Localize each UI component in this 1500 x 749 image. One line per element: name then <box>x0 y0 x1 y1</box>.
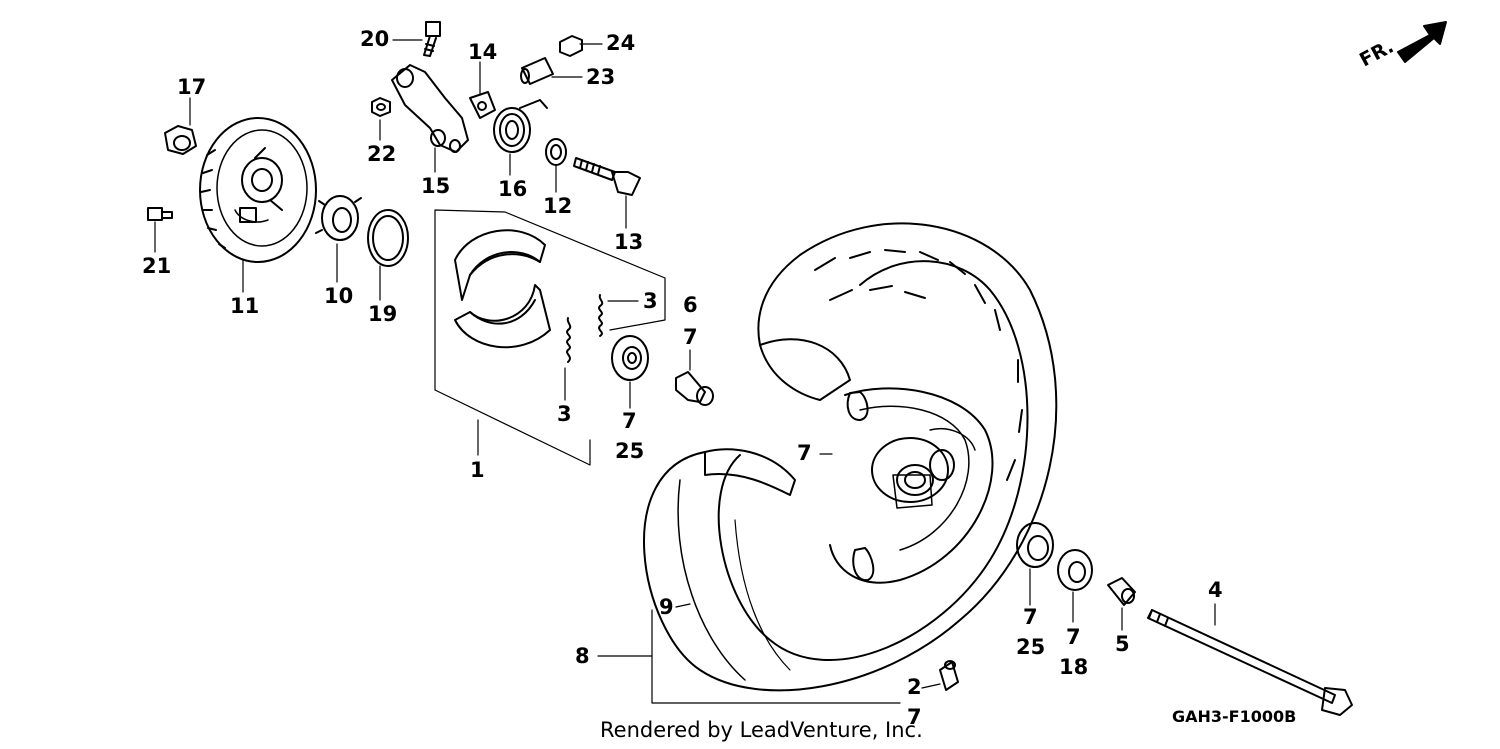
callout-13: 13 <box>614 230 644 254</box>
part-22-nut <box>371 97 391 117</box>
callout-3-lower: 3 <box>557 402 572 426</box>
callout-22: 22 <box>367 142 397 166</box>
part-21-bolt <box>147 207 173 221</box>
part-23-pin <box>520 57 554 85</box>
callout-1: 1 <box>470 458 485 482</box>
part-14-plate <box>469 91 496 119</box>
callout-8: 8 <box>575 644 590 668</box>
callout-19: 19 <box>368 302 398 326</box>
part-19-ring <box>367 209 409 267</box>
callout-9: 9 <box>659 595 674 619</box>
part-13-brake-cam <box>573 157 641 196</box>
callout-10: 10 <box>324 284 354 308</box>
callout-7-wheel: 7 <box>797 441 812 465</box>
wheel-rim <box>829 387 994 584</box>
callout-15: 15 <box>421 174 451 198</box>
callout-14: 14 <box>468 40 498 64</box>
part-16-spring <box>493 99 548 153</box>
part-5-collar <box>1107 577 1136 606</box>
callout-16: 16 <box>498 177 528 201</box>
front-arrow <box>1397 21 1447 63</box>
callout-7-bearing-right: 7 <box>1023 605 1038 629</box>
part-12-seal <box>545 138 567 166</box>
callout-4: 4 <box>1208 578 1223 602</box>
part-4-axle <box>1147 609 1353 716</box>
callout-7-tire: 7 <box>907 705 922 729</box>
part-15-brake-arm <box>391 64 469 153</box>
part-3-springs <box>566 294 604 363</box>
callout-12: 12 <box>543 194 573 218</box>
part-1-brake-shoes <box>454 229 551 349</box>
part-10-seal <box>315 195 362 241</box>
callout-6: 6 <box>683 293 698 317</box>
callout-5: 5 <box>1115 632 1130 656</box>
part-24-nut <box>559 35 583 57</box>
callout-24: 24 <box>606 31 636 55</box>
callout-23: 23 <box>586 65 616 89</box>
bearing-left <box>611 335 649 381</box>
callout-21: 21 <box>142 254 172 278</box>
callout-7-bearing-left: 7 <box>622 409 637 433</box>
callout-25-left: 25 <box>615 439 645 463</box>
part-6-collar <box>675 371 714 406</box>
callout-3-upper: 3 <box>643 289 658 313</box>
part-20-bolt <box>423 21 441 57</box>
brake-panel <box>199 117 317 263</box>
callout-7-collar: 7 <box>683 325 698 349</box>
part-18-seal <box>1057 549 1093 591</box>
callout-20: 20 <box>360 27 390 51</box>
part-2-valve <box>939 660 959 691</box>
callout-18: 18 <box>1059 655 1089 679</box>
callout-11: 11 <box>230 294 260 318</box>
diagram-code: GAH3-F1000B <box>1172 707 1297 726</box>
callout-7-seal: 7 <box>1066 625 1081 649</box>
leader-lines <box>154 39 1216 704</box>
part-17-nut <box>164 125 197 155</box>
tire <box>643 222 1058 692</box>
callout-17: 17 <box>177 75 207 99</box>
callout-25-right: 25 <box>1016 635 1046 659</box>
bearing-right <box>1016 522 1054 568</box>
callout-2: 2 <box>907 675 922 699</box>
render-credit: Rendered by LeadVenture, Inc. <box>600 718 923 742</box>
